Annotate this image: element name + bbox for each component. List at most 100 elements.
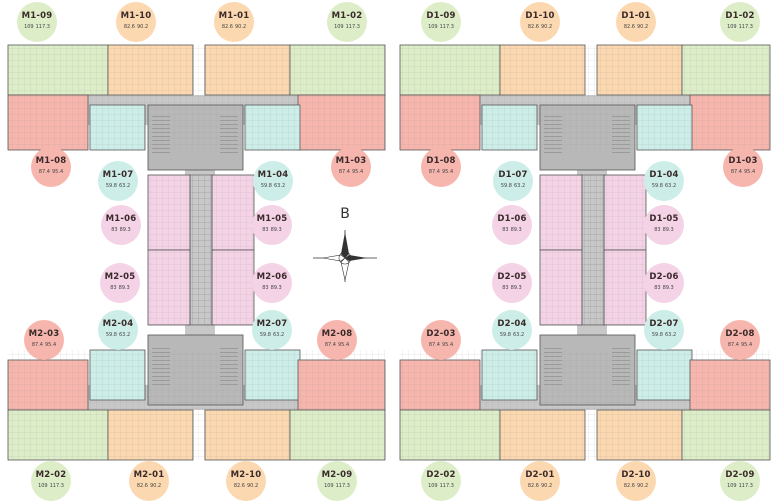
unit-area-net: 109: [324, 483, 334, 489]
unit-code: D2-03: [426, 329, 456, 339]
unit-code: D1-09: [426, 11, 456, 21]
unit-area-net: 109: [428, 483, 438, 489]
unit-area-net: 82.6: [527, 24, 539, 30]
unit-area-gross: 95.4: [45, 342, 57, 348]
unit-code: D2-05: [497, 272, 527, 282]
unit-code: M1-03: [335, 156, 367, 166]
unit-code: M1-05: [256, 214, 288, 224]
unit-area-net: 59.8: [651, 183, 663, 189]
unit-area-gross: 63.2: [513, 332, 525, 338]
unit-area-net: 83: [502, 285, 509, 291]
unit-code: D2-04: [497, 319, 527, 329]
unit-area-gross: 63.2: [119, 332, 131, 338]
unit-code: M1-02: [331, 11, 363, 21]
unit-code: M2-03: [28, 329, 60, 339]
unit-area-net: 82.6: [527, 483, 539, 489]
unit-area-net: 109: [727, 483, 737, 489]
unit-code: D1-03: [728, 156, 758, 166]
unit-area-net: 82.6: [123, 24, 135, 30]
unit-area-net: 87.4: [730, 169, 742, 175]
unit-code: M2-09: [321, 470, 353, 480]
unit-code: D2-10: [621, 470, 651, 480]
unit-code: M2-02: [35, 470, 67, 480]
unit-code: D2-01: [525, 470, 555, 480]
unit-code: D2-02: [426, 470, 456, 480]
unit-code: M2-01: [133, 470, 165, 480]
unit-code: M2-08: [321, 329, 353, 339]
unit-code: D1-06: [497, 214, 527, 224]
unit-code: M2-04: [102, 319, 134, 329]
unit-code: M2-05: [104, 272, 136, 282]
unit-code: D1-04: [649, 170, 679, 180]
unit-area-gross: 89.3: [510, 227, 522, 233]
unit-area-net: 82.6: [623, 483, 635, 489]
unit-area-net: 82.6: [221, 24, 233, 30]
unit-code: M1-09: [21, 11, 53, 21]
unit-area-net: 109: [428, 24, 438, 30]
unit-code: M1-07: [102, 170, 134, 180]
unit-area-net: 59.8: [499, 332, 511, 338]
